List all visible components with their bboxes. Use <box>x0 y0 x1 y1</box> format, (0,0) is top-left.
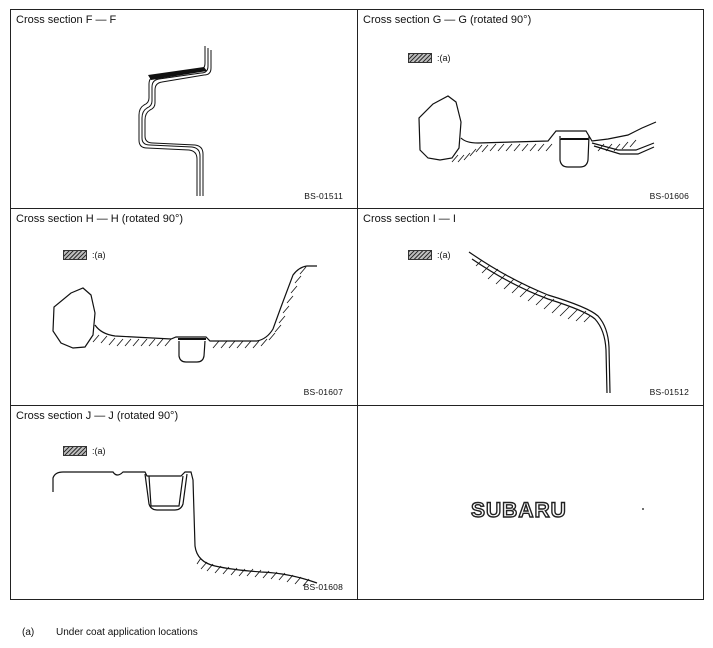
section-j-drawing <box>52 471 318 587</box>
hatch-swatch <box>63 250 87 260</box>
panel-i-legend-label: :(a) <box>437 250 451 260</box>
grid-divider-vertical <box>357 10 358 599</box>
subaru-logo: SUBARU <box>470 498 567 522</box>
grid-divider-row-1 <box>11 208 703 209</box>
panel-j-legend-label: :(a) <box>92 446 106 456</box>
cross-section-grid: Cross section F — F BS-01511 Cross secti… <box>10 9 704 600</box>
panel-j-legend: :(a) <box>63 446 106 456</box>
panel-f-code: BS-01511 <box>304 191 343 201</box>
panel-h-title: Cross section H — H (rotated 90°) <box>16 213 184 225</box>
panel-g-legend-label: :(a) <box>437 53 451 63</box>
panel-i-code: BS-01512 <box>649 387 689 397</box>
panel-g: Cross section G — G (rotated 90°) :(a) <box>358 10 703 208</box>
panel-i: Cross section I — I :(a) BS-01512 <box>358 209 703 405</box>
panel-h-legend-label: :(a) <box>92 250 106 260</box>
panel-i-title: Cross section I — I <box>363 213 456 225</box>
hatch-swatch <box>408 53 432 63</box>
panel-g-legend: :(a) <box>408 53 451 63</box>
logo-trademark-dot <box>642 508 644 510</box>
panel-j-title: Cross section J — J (rotated 90°) <box>16 410 179 422</box>
panel-f: Cross section F — F BS-01511 <box>11 10 357 208</box>
panel-j: Cross section J — J (rotated 90°) :(a) <box>11 406 357 599</box>
section-f-drawing <box>138 46 212 196</box>
panel-j-code: BS-01608 <box>303 582 343 592</box>
panel-f-title: Cross section F — F <box>16 14 117 26</box>
section-h-drawing <box>52 265 317 363</box>
hatch-swatch <box>408 250 432 260</box>
section-i-drawing <box>468 251 611 394</box>
panel-h-code: BS-01607 <box>303 387 343 397</box>
grid-divider-row-2 <box>11 405 703 406</box>
panel-g-title: Cross section G — G (rotated 90°) <box>363 14 532 26</box>
panel-i-legend: :(a) <box>408 250 451 260</box>
section-g-drawing <box>418 95 657 168</box>
footnote-text: Under coat application locations <box>56 627 198 638</box>
footnote: (a) Under coat application locations <box>22 627 198 638</box>
footnote-key: (a) <box>22 627 35 638</box>
panel-g-code: BS-01606 <box>649 191 689 201</box>
panel-h-legend: :(a) <box>63 250 106 260</box>
hatch-swatch <box>63 446 87 456</box>
panel-h: Cross section H — H (rotated 90°) :(a) <box>11 209 357 405</box>
